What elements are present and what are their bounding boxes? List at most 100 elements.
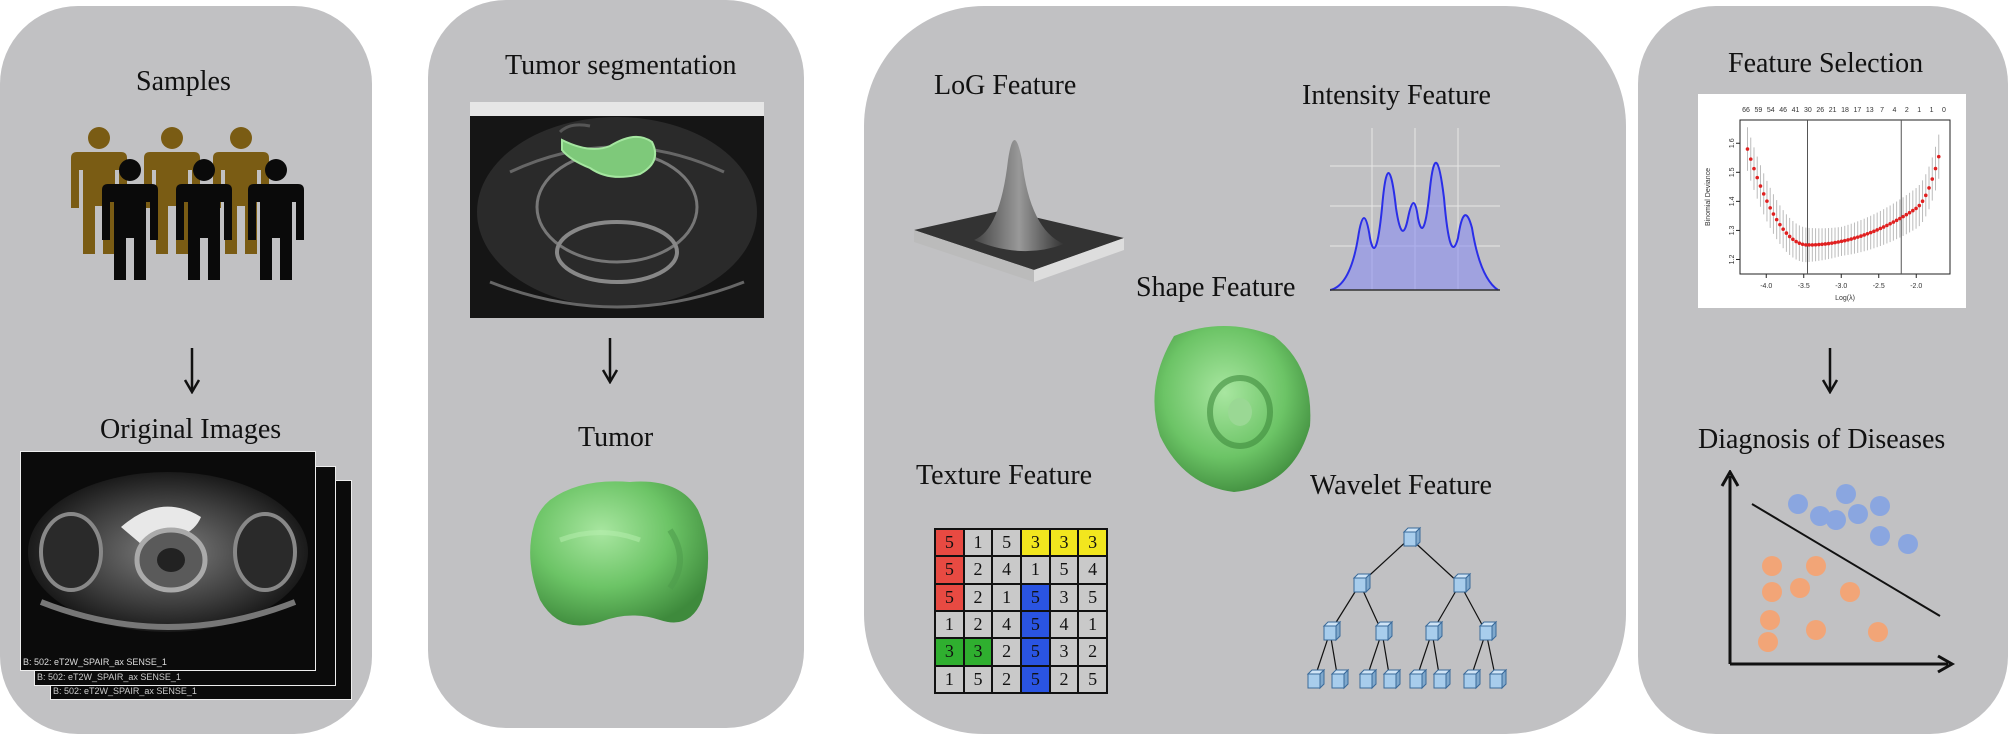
arrow-down-icon <box>183 348 201 394</box>
blue-class-point <box>1870 526 1890 546</box>
cv-point <box>1810 243 1815 247</box>
orange-class-point <box>1806 556 1826 576</box>
log-feature-label: LoG Feature <box>934 70 1077 101</box>
cv-point <box>1885 223 1889 228</box>
texture-cell: 1 <box>935 665 964 693</box>
texture-cell: 3 <box>1049 583 1079 611</box>
cv-point <box>1813 242 1818 247</box>
texture-cell: 3 <box>935 638 964 666</box>
texture-cell: 3 <box>1049 529 1079 557</box>
cv-point <box>1862 233 1866 237</box>
top-tick-label: 66 <box>1742 107 1750 114</box>
wavelet-node <box>1408 668 1428 690</box>
wavelet-node <box>1322 620 1342 642</box>
cv-point <box>1778 222 1782 227</box>
top-tick-label: 0 <box>1942 107 1946 114</box>
wavelet-node <box>1462 668 1482 690</box>
cv-point <box>1865 232 1870 236</box>
mri-image-front: B: 502: eT2W_SPAIR_ax SENSE_1 <box>20 451 316 671</box>
texture-cell: 5 <box>935 583 964 611</box>
cv-point <box>1891 220 1896 224</box>
cv-point <box>1771 212 1776 216</box>
top-tick-label: 18 <box>1841 107 1849 114</box>
feature-selection-label: Feature Selection <box>1728 48 1924 79</box>
cv-point <box>1852 236 1857 240</box>
orange-class-point <box>1762 582 1782 602</box>
log-feature-picture <box>914 140 1124 282</box>
blue-class-point <box>1848 504 1868 524</box>
texture-feature-label: Texture Feature <box>916 460 1093 491</box>
top-tick-label: 21 <box>1829 107 1837 114</box>
texture-cell: 3 <box>963 638 993 666</box>
wavelet-node <box>1402 526 1422 548</box>
wavelet-node <box>1330 668 1350 690</box>
texture-cell: 5 <box>935 556 964 584</box>
cv-point <box>1791 237 1795 242</box>
texture-cell: 5 <box>1020 665 1050 693</box>
top-tick-label: 1 <box>1930 107 1934 114</box>
cv-point <box>1774 217 1779 222</box>
top-tick-label: 59 <box>1754 107 1762 114</box>
x-tick-label: -2.0 <box>1910 283 1922 290</box>
plot-frame <box>1739 119 1951 275</box>
top-tick-label: 2 <box>1905 107 1909 114</box>
texture-cell: 5 <box>1078 665 1107 693</box>
tumor-label: Tumor <box>578 422 654 453</box>
cv-point <box>1745 147 1750 151</box>
cv-point <box>1923 193 1928 198</box>
arrow-down-icon <box>1821 348 1839 394</box>
texture-cell: 2 <box>1078 638 1107 666</box>
mri-caption: B: 502: eT2W_SPAIR_ax SENSE_1 <box>23 657 167 667</box>
top-tick-label: 13 <box>1866 107 1874 114</box>
cv-point <box>1904 212 1909 217</box>
texture-cell: 3 <box>1078 529 1107 557</box>
x-tick-label: -3.5 <box>1798 283 1810 290</box>
texture-cell: 3 <box>1049 638 1079 666</box>
y-tick-label: 1.4 <box>1729 196 1736 206</box>
cv-point <box>1911 208 1915 213</box>
tumor-segmentation-label: Tumor segmentation <box>505 50 737 81</box>
cv-point <box>1755 175 1760 180</box>
texture-cell: 1 <box>963 529 993 557</box>
wavelet-node <box>1478 620 1498 642</box>
tumor-3d-picture <box>530 481 709 626</box>
cv-point <box>1894 218 1899 223</box>
cv-point <box>1839 239 1844 244</box>
texture-cell: 1 <box>992 583 1021 611</box>
texture-cell: 2 <box>963 611 993 639</box>
arrow-down-icon <box>601 338 619 384</box>
cv-point <box>1859 234 1863 238</box>
orange-class-point <box>1806 620 1826 640</box>
cv-point <box>1826 241 1831 246</box>
texture-cell: 4 <box>1049 611 1079 639</box>
x-axis-arrow <box>1937 654 1956 674</box>
cv-point <box>1868 230 1873 235</box>
cv-point <box>1927 186 1931 190</box>
cv-point <box>1758 184 1763 188</box>
cv-point <box>1888 221 1892 226</box>
cv-point <box>1849 237 1854 241</box>
cv-point <box>1878 226 1883 231</box>
texture-cell: 5 <box>935 529 964 557</box>
orange-class-point <box>1868 622 1888 642</box>
orange-class-point <box>1840 582 1860 602</box>
texture-cell: 5 <box>1020 583 1050 611</box>
top-tick-label: 26 <box>1816 107 1824 114</box>
cv-point <box>1855 235 1860 239</box>
cv-point <box>1781 227 1785 231</box>
cv-point <box>1804 243 1808 247</box>
wavelet-node <box>1424 620 1444 642</box>
shape-feature-picture <box>1154 326 1311 492</box>
cv-point <box>1901 214 1905 219</box>
pelvis-mri-picture <box>28 472 308 632</box>
x-axis-label: Log(λ) <box>1835 295 1855 302</box>
cv-point <box>1829 241 1834 245</box>
segmentation-mri-picture <box>470 102 764 309</box>
top-tick-label: 4 <box>1893 107 1897 114</box>
texture-cell: 2 <box>992 665 1021 693</box>
wavelet-node <box>1306 668 1326 690</box>
blue-class-point <box>1788 494 1808 514</box>
cv-point <box>1823 242 1828 246</box>
